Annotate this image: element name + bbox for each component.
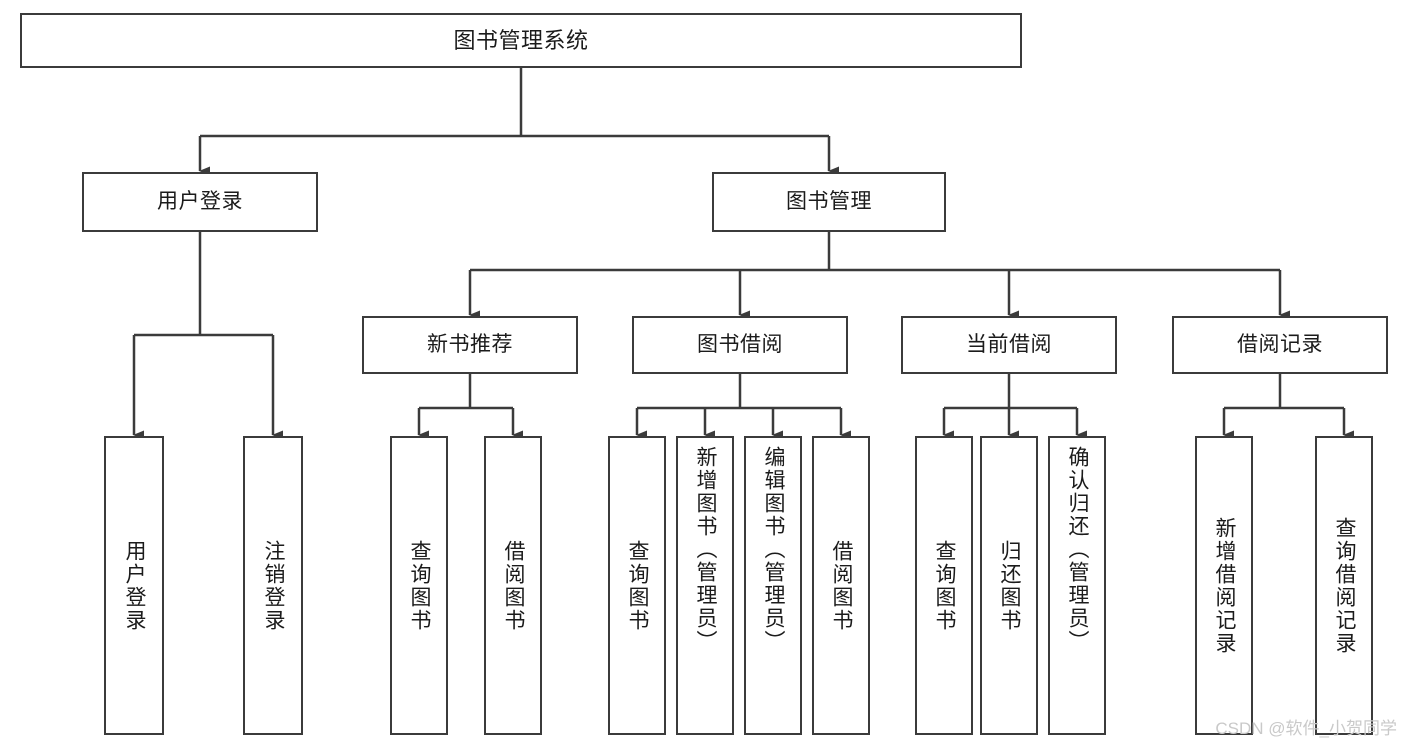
node-label: 编辑图书（管理员）	[762, 446, 786, 653]
node-root[interactable]: 图书管理系统	[20, 13, 1022, 68]
node-label: 查询借阅记录	[1333, 516, 1357, 655]
node-leaf-user-login[interactable]: 用户登录	[104, 436, 164, 735]
node-label: 注销登录	[262, 539, 286, 632]
node-leaf-borrow-edit[interactable]: 编辑图书（管理员）	[744, 436, 802, 735]
node-label: 图书借阅	[697, 332, 783, 356]
node-label: 归还图书	[998, 539, 1022, 632]
node-new-book-rec[interactable]: 新书推荐	[362, 316, 578, 374]
node-label: 新增图书（管理员）	[694, 446, 718, 653]
node-label: 借阅图书	[502, 539, 526, 632]
node-leaf-rec-borrow[interactable]: 借阅图书	[484, 436, 542, 735]
node-leaf-logout[interactable]: 注销登录	[243, 436, 303, 735]
node-borrow-record[interactable]: 借阅记录	[1172, 316, 1388, 374]
node-label: 借阅记录	[1237, 332, 1323, 356]
node-label: 图书管理系统	[453, 27, 589, 53]
watermark: CSDN @软件_小贺同学	[1215, 719, 1397, 738]
node-label: 查询图书	[933, 539, 957, 632]
node-leaf-borrow-add[interactable]: 新增图书（管理员）	[676, 436, 734, 735]
node-user-login[interactable]: 用户登录	[82, 172, 318, 232]
node-label: 新增借阅记录	[1213, 516, 1237, 655]
node-label: 确认归还（管理员）	[1066, 446, 1090, 653]
node-label: 图书管理	[786, 189, 872, 213]
node-leaf-cur-return[interactable]: 归还图书	[980, 436, 1038, 735]
node-label: 用户登录	[123, 539, 147, 632]
node-leaf-borrow-lend[interactable]: 借阅图书	[812, 436, 870, 735]
node-leaf-cur-query[interactable]: 查询图书	[915, 436, 973, 735]
node-leaf-cur-confirm[interactable]: 确认归还（管理员）	[1048, 436, 1106, 735]
node-leaf-borrow-query[interactable]: 查询图书	[608, 436, 666, 735]
node-label: 用户登录	[157, 189, 243, 213]
node-current-borrow[interactable]: 当前借阅	[901, 316, 1117, 374]
node-leaf-rec-query[interactable]: 查询图书	[390, 436, 448, 735]
node-leaf-rec-query2[interactable]: 查询借阅记录	[1315, 436, 1373, 735]
connector-group	[132, 68, 1354, 440]
node-leaf-rec-add[interactable]: 新增借阅记录	[1195, 436, 1253, 735]
node-label: 新书推荐	[427, 332, 513, 356]
node-label: 查询图书	[408, 539, 432, 632]
node-label: 当前借阅	[966, 332, 1052, 356]
node-book-manage[interactable]: 图书管理	[712, 172, 946, 232]
node-label: 查询图书	[626, 539, 650, 632]
node-book-borrow[interactable]: 图书借阅	[632, 316, 848, 374]
node-label: 借阅图书	[830, 539, 854, 632]
